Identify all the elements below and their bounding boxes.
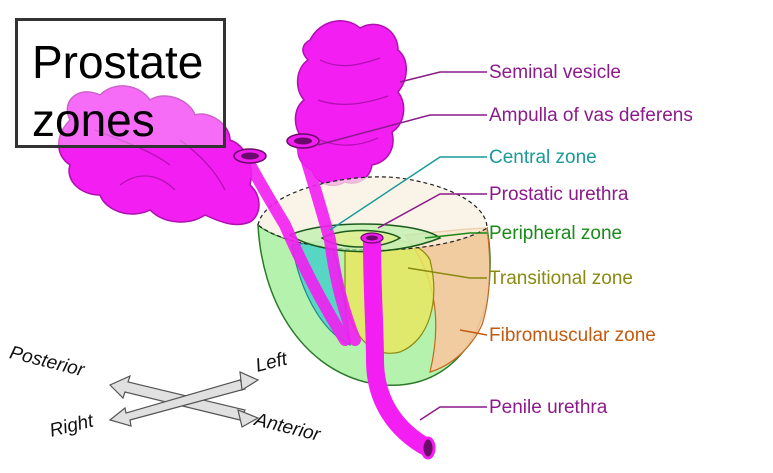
label-ampulla: Ampulla of vas deferens xyxy=(489,105,693,126)
urethra xyxy=(360,232,436,460)
label-peripheral-zone: Peripheral zone xyxy=(489,223,623,244)
orientation-arrows xyxy=(108,371,260,428)
title-line-1: Prostate xyxy=(32,36,204,88)
label-transitional-zone: Transitional zone xyxy=(489,268,633,289)
label-seminal-vesicle: Seminal vesicle xyxy=(489,62,621,83)
label-prostatic-urethra: Prostatic urethra xyxy=(489,184,629,205)
left-seminal-vesicle xyxy=(58,85,260,226)
vas-deferens-tubes xyxy=(233,133,361,346)
label-central-zone: Central zone xyxy=(489,147,597,168)
title-line-2: zones xyxy=(32,94,155,146)
leader-lines xyxy=(317,71,488,421)
title-box: Prostate zones xyxy=(15,18,226,148)
label-fibromuscular-zone: Fibromuscular zone xyxy=(489,325,656,346)
label-penile-urethra: Penile urethra xyxy=(489,397,608,418)
